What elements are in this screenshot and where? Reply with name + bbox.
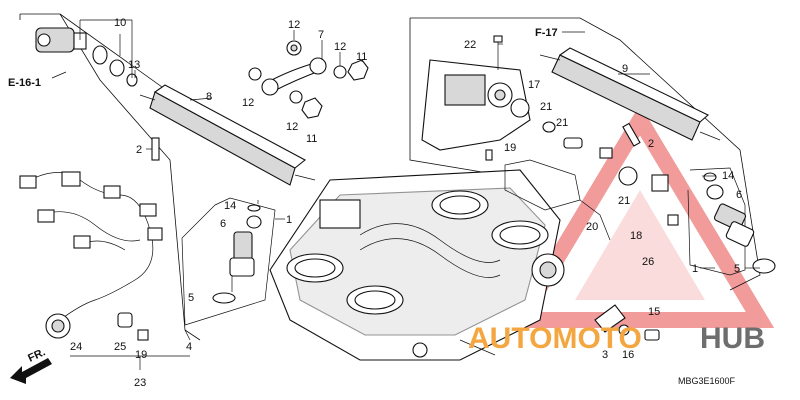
- link-assembly: [248, 40, 369, 119]
- callout-7: 7: [318, 29, 324, 41]
- callout-9: 9: [622, 63, 628, 75]
- fuel-rail-right: [539, 47, 721, 147]
- ref-f17: F-17: [535, 27, 558, 39]
- callout-15: 15: [648, 306, 660, 318]
- callout-12-right: 12: [334, 41, 346, 53]
- callout-19-left: 19: [135, 349, 147, 361]
- injector-right: [687, 167, 776, 276]
- sensor-unit-right: [421, 35, 531, 151]
- callout-12-bottom: 12: [286, 121, 298, 133]
- small-parts-right: [485, 121, 679, 241]
- callout-26: 26: [642, 256, 654, 268]
- callout-23: 23: [134, 377, 146, 389]
- callout-6-right: 6: [736, 189, 742, 201]
- throttle-body: [269, 169, 565, 361]
- callout-12-left: 12: [242, 97, 254, 109]
- callout-2-left: 2: [136, 144, 142, 156]
- callout-20: 20: [586, 221, 598, 233]
- small-parts-bottom: [594, 304, 660, 341]
- callout-14-left: 14: [224, 200, 236, 212]
- callout-21-top: 21: [540, 101, 552, 113]
- callout-3: 3: [602, 349, 608, 361]
- callout-12-top: 12: [288, 19, 300, 31]
- callout-6-left: 6: [220, 218, 226, 230]
- watermark-text-a: AUTOMOTO: [468, 322, 642, 355]
- callout-19-right: 19: [504, 142, 516, 154]
- callout-25: 25: [114, 341, 126, 353]
- callout-14-right: 14: [722, 170, 734, 182]
- callout-24: 24: [70, 341, 82, 353]
- watermark-triangle: [505, 104, 775, 328]
- callout-13: 13: [128, 59, 140, 71]
- ref-e16-arrow: [51, 71, 67, 79]
- front-arrow-icon: [10, 358, 52, 384]
- callout-4: 4: [186, 341, 192, 353]
- callout-21-mid: 21: [556, 117, 568, 129]
- sensor-assembly: [35, 19, 138, 87]
- callout-1-right: 1: [692, 263, 698, 275]
- diagram-code: MBG3E1600F: [678, 376, 736, 386]
- wire-harness: [19, 171, 163, 341]
- watermark-logo: AUTOMOTO HUB: [468, 322, 765, 355]
- callout-18: 18: [630, 230, 642, 242]
- callout-21-bottom: 21: [618, 195, 630, 207]
- callout-16: 16: [622, 349, 634, 361]
- callout-11-top: 11: [356, 51, 367, 63]
- callout-10: 10: [114, 17, 126, 29]
- callout-2-right: 2: [648, 138, 654, 150]
- callout-17: 17: [528, 79, 540, 91]
- ref-e16: E-16-1: [8, 77, 41, 89]
- injector-left: [181, 197, 276, 326]
- callout-8: 8: [206, 91, 212, 103]
- watermark-text-b: HUB: [700, 322, 765, 355]
- callout-22: 22: [464, 39, 476, 51]
- callout-1-left: 1: [286, 214, 292, 226]
- callout-5-right: 5: [734, 263, 740, 275]
- leader-lines: [70, 30, 760, 370]
- fuel-rail-left: [139, 84, 316, 186]
- callout-11-bottom: 11: [306, 133, 317, 145]
- callout-5-left: 5: [188, 292, 194, 304]
